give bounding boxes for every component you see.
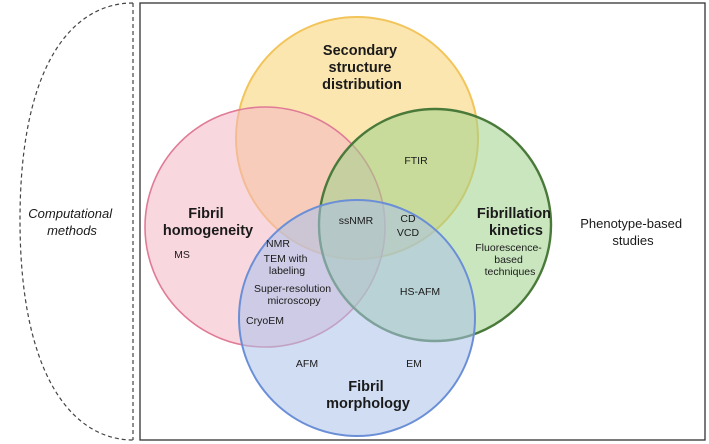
technique-afm: AFM <box>296 358 318 370</box>
technique-nmr: NMR <box>266 238 290 250</box>
technique-cryoem: CryoEM <box>246 315 284 327</box>
technique-tem-labeling: TEM with labeling <box>264 253 311 277</box>
technique-em: EM <box>406 358 422 370</box>
computational-methods-label: Computational methods <box>28 206 115 238</box>
computational-bracket <box>19 2 134 441</box>
fibril-morphology-title: Fibril morphology <box>326 379 410 412</box>
technique-cd: CD <box>400 213 416 225</box>
technique-ftir: FTIR <box>404 155 428 167</box>
circle-fibril-morphology <box>238 199 476 437</box>
technique-fluorescence: Fluorescence- based techniques <box>475 242 544 278</box>
technique-ms: MS <box>174 249 190 261</box>
secondary-structure-title: Secondary structure distribution <box>322 43 402 93</box>
fibrillation-kinetics-title: Fibrillation kinetics <box>477 206 555 239</box>
technique-super-resolution: Super-resolution microscopy <box>254 283 334 307</box>
technique-ssnmr: ssNMR <box>339 215 374 227</box>
phenotype-studies-label: Phenotype-based studies <box>580 216 686 248</box>
main-frame <box>139 2 706 441</box>
fibril-homogeneity-title: Fibril homogeneity <box>163 206 253 239</box>
technique-vcd: VCD <box>397 227 420 239</box>
technique-hs-afm: HS-AFM <box>400 286 440 298</box>
